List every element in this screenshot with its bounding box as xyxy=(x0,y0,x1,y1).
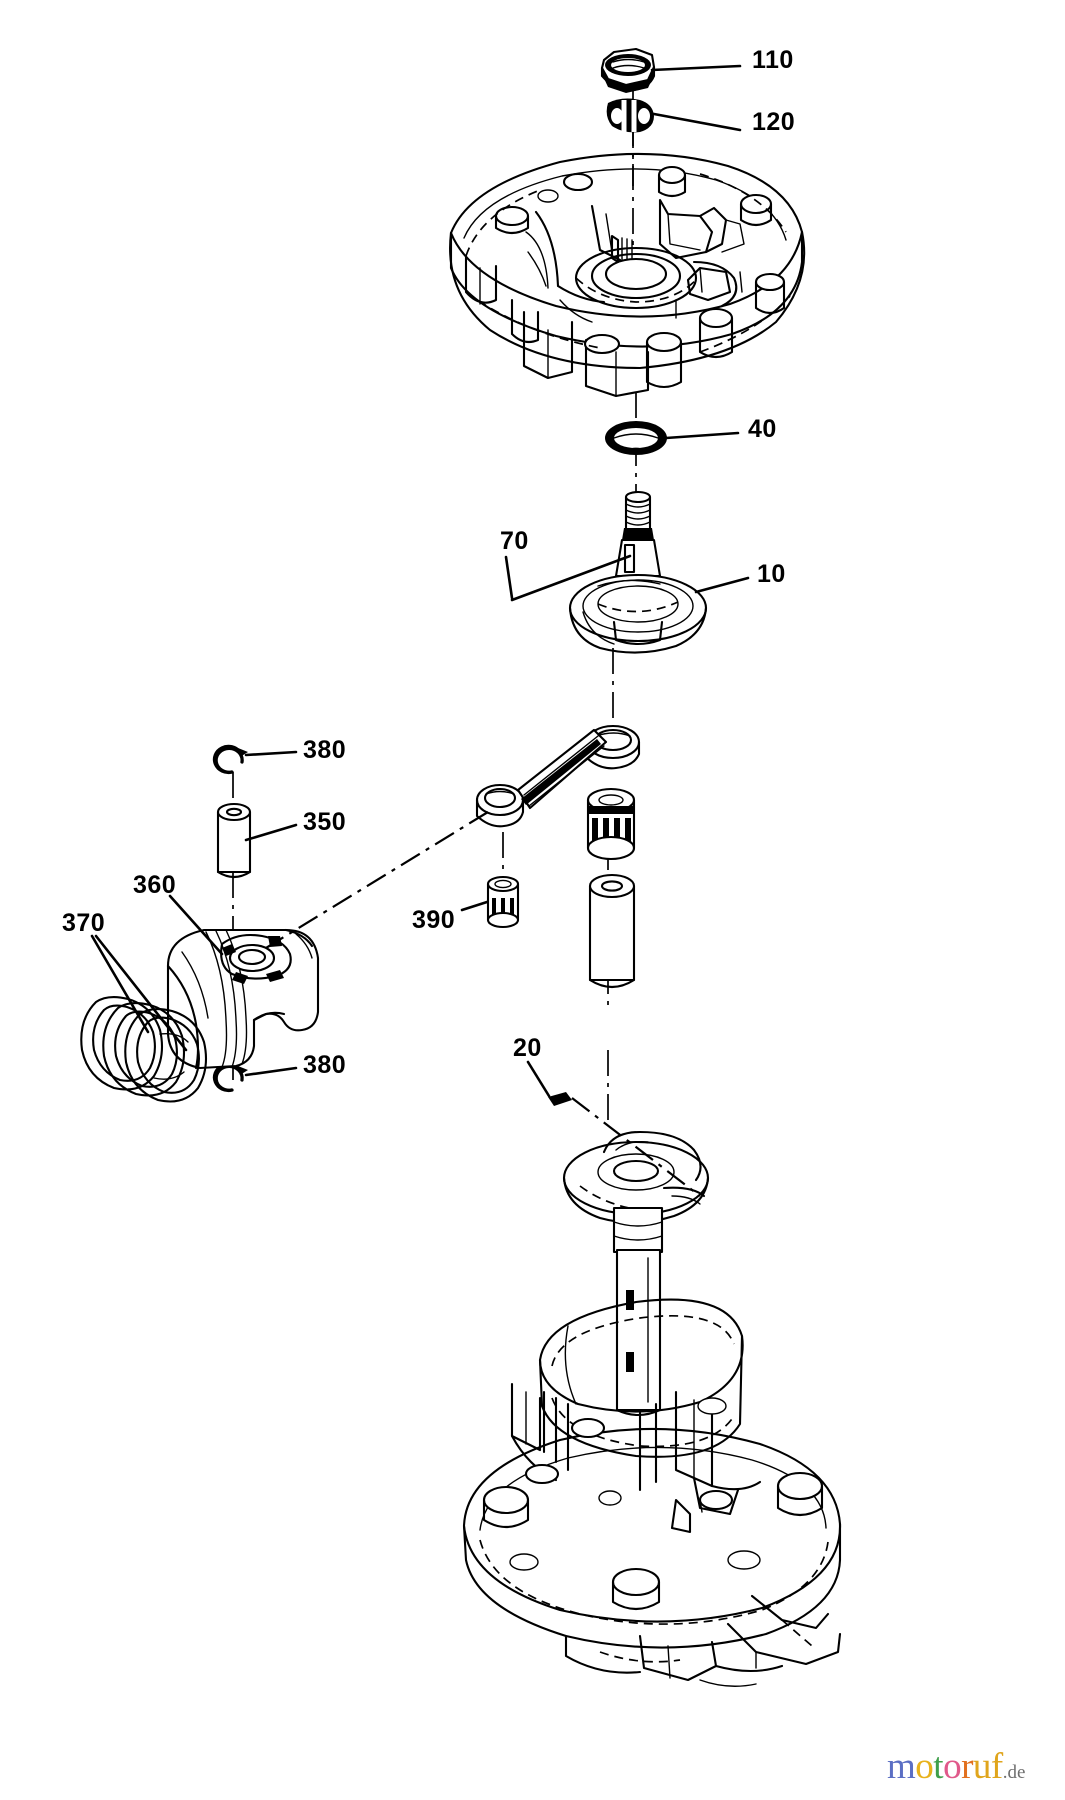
leader-390 xyxy=(460,900,489,912)
crankpin-needle-bearing-drawing xyxy=(586,787,636,861)
watermark-suffix: .de xyxy=(1002,1762,1026,1783)
crankshaft-lower-shaft-drawing xyxy=(612,1206,664,1417)
piston-drawing xyxy=(166,928,320,1070)
leader-10 xyxy=(694,576,750,594)
watermark-letter-f: f xyxy=(990,1746,1003,1787)
leader-370b xyxy=(94,934,188,1052)
leader-20 xyxy=(526,1060,551,1098)
crank-pin-drawing xyxy=(588,873,636,989)
callout-110[interactable]: 110 xyxy=(752,46,794,74)
leader-110 xyxy=(650,64,742,72)
watermark-letter-m: m xyxy=(887,1746,916,1787)
callout-390[interactable]: 390 xyxy=(412,906,456,934)
piston-ring-set-drawing xyxy=(80,996,208,1103)
flywheel-nut-drawing xyxy=(600,47,656,93)
piston-pin-drawing xyxy=(216,802,252,879)
crankshaft-key-lower-drawing xyxy=(548,1092,572,1106)
callout-leader-lines xyxy=(90,64,750,1197)
callout-350[interactable]: 350 xyxy=(303,808,347,836)
callout-40[interactable]: 40 xyxy=(748,415,777,443)
callout-20[interactable]: 20 xyxy=(513,1034,542,1062)
crankshaft-upper-drawing xyxy=(568,490,708,654)
leader-120 xyxy=(652,112,742,132)
leader-350 xyxy=(244,823,298,842)
connecting-rod-bearing-small-drawing xyxy=(486,875,520,929)
leader-370 xyxy=(90,934,150,1034)
crankcase-base-drawing xyxy=(462,1298,842,1687)
leader-70b xyxy=(510,554,632,602)
callout-120[interactable]: 120 xyxy=(752,108,796,136)
watermark-letter-u: u xyxy=(972,1746,992,1787)
crankcase-cover-drawing xyxy=(449,152,806,398)
leader-70 xyxy=(504,555,514,600)
leader-380-upper xyxy=(244,750,298,757)
leader-40 xyxy=(664,431,740,440)
leader-380-lower xyxy=(244,1066,298,1077)
watermark-letter-o1: o xyxy=(915,1746,934,1787)
callout-370[interactable]: 370 xyxy=(62,909,106,937)
piston-pin-retaining-ring-lower-drawing xyxy=(212,1062,248,1093)
leader-key-20 xyxy=(571,1097,701,1197)
leader-rod-to-piston xyxy=(265,811,489,949)
watermark-letter-r: r xyxy=(961,1746,973,1787)
callout-380-lower[interactable]: 380 xyxy=(303,1051,347,1079)
watermark-letter-t: t xyxy=(933,1746,944,1787)
oil-seal-drawing xyxy=(605,421,667,455)
callout-380-upper[interactable]: 380 xyxy=(303,736,347,764)
flywheel-washer-drawing xyxy=(606,98,654,133)
piston-pin-retaining-ring-upper-drawing xyxy=(212,744,248,775)
watermark-letter-o2: o xyxy=(943,1746,962,1787)
callout-10[interactable]: 10 xyxy=(757,560,786,588)
callout-360[interactable]: 360 xyxy=(133,871,177,899)
leader-360 xyxy=(168,894,224,956)
connecting-rod-drawing xyxy=(475,724,641,828)
callout-70[interactable]: 70 xyxy=(500,527,529,555)
motoruf-watermark: motoruf.de xyxy=(887,1748,1025,1785)
